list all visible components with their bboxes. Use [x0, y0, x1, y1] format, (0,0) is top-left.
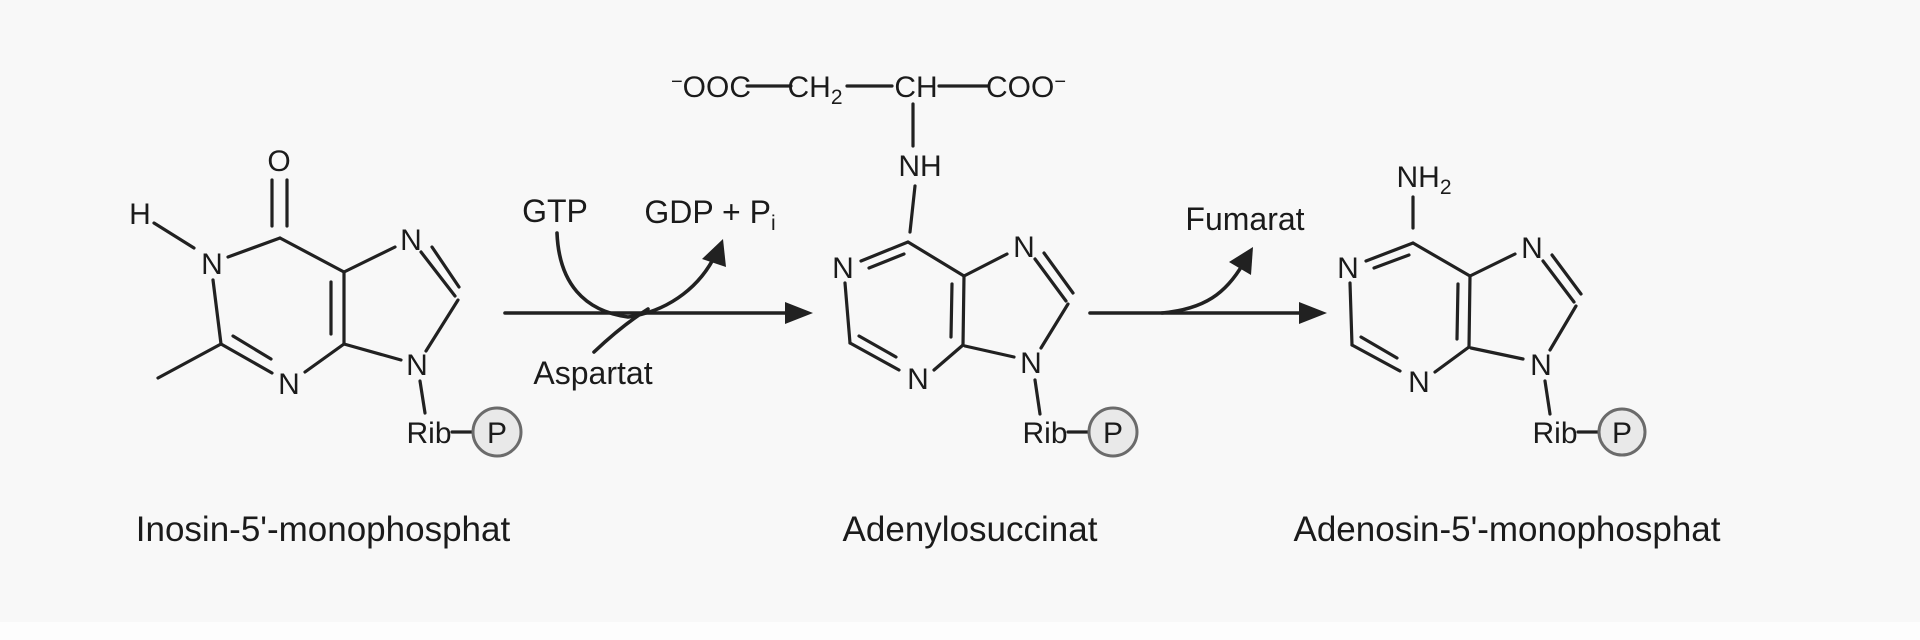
adenylosuccinate-bonds [843, 240, 1096, 434]
succinate-nh-label: NH [898, 150, 941, 183]
adenylosuccinate-name: Adenylosuccinat [843, 510, 1098, 549]
imp-ribose-label: Rib [406, 417, 451, 450]
adenylosuccinate-structure: −OOC CH2 CH COO− NH [671, 71, 1139, 549]
step2-product-curve [1160, 262, 1245, 315]
adenylosuccinate-n3-atom-label: N [907, 363, 929, 396]
succinate-ch2-label: CH2 [787, 71, 842, 109]
adenylosuccinate-phosphate-label: P [1103, 417, 1123, 450]
step1-arrow: GTP GDP + Pi Aspartat [503, 193, 813, 391]
amp-phosphate-label: P [1612, 417, 1632, 450]
imp-h-atom-label: H [129, 198, 151, 231]
step1-arrowhead-icon [785, 302, 813, 324]
adenylosuccinate-atom-labels: N N N N Rib [832, 231, 1067, 450]
gdp-pi-label: GDP + Pi [644, 194, 775, 235]
succinate-chain: −OOC CH2 CH COO− NH [671, 71, 1066, 234]
adenylosuccinate-ribose-label: Rib [1022, 417, 1067, 450]
fumarat-label: Fumarat [1185, 201, 1304, 237]
amp-name: Adenosin-5'-monophosphat [1294, 510, 1721, 549]
amp-ribose-label: Rib [1532, 417, 1577, 450]
gtp-label: GTP [522, 193, 588, 229]
imp-n7-atom-label: N [400, 224, 422, 257]
amp-n3-atom-label: N [1408, 366, 1430, 399]
amp-phosphate-circle [1597, 407, 1647, 457]
succinate-ooc-label: −OOC [671, 71, 751, 104]
imp-bonds [152, 178, 480, 434]
imp-n9-atom-label: N [406, 349, 428, 382]
step2-arrowhead-icon [1299, 302, 1327, 324]
amp-n7-atom-label: N [1521, 232, 1543, 265]
amp-n1-atom-label: N [1337, 252, 1359, 285]
amp-amine-label: NH2 [1396, 161, 1451, 199]
amp-bonds [1348, 195, 1606, 434]
step1-substrate-curve [592, 307, 650, 354]
amp-n9-atom-label: N [1530, 349, 1552, 382]
imp-phosphate-label: P [487, 417, 507, 450]
adenylosuccinate-n7-atom-label: N [1013, 231, 1035, 264]
step1-cofactor-arrowhead-icon [702, 239, 726, 267]
imp-n3-atom-label: N [278, 368, 300, 401]
step2-product-arrowhead-icon [1229, 247, 1253, 275]
aspartat-label: Aspartat [533, 355, 652, 391]
imp-o-atom-label: O [267, 145, 290, 178]
adenylosuccinate-n9-atom-label: N [1020, 347, 1042, 380]
bottom-strip [0, 622, 1920, 640]
imp-n1-atom-label: N [201, 248, 223, 281]
adenylosuccinate-phosphate-circle [1087, 406, 1139, 458]
amp-atom-labels: N N N N Rib [1337, 232, 1577, 450]
succinate-ch-label: CH [894, 71, 937, 104]
imp-atom-labels: O H N N N N Rib [129, 145, 451, 450]
adenylosuccinate-n1-atom-label: N [832, 252, 854, 285]
imp-structure: O H N N N N Rib P Inosin-5'-monophosphat [129, 145, 523, 549]
imp-name: Inosin-5'-monophosphat [136, 510, 511, 549]
step2-arrow: Fumarat [1088, 201, 1327, 324]
step1-cofactor-curve [555, 231, 720, 319]
amp-structure: NH2 [1294, 161, 1721, 549]
succinate-coo-label: COO− [986, 71, 1066, 104]
imp-phosphate-circle [471, 406, 523, 458]
